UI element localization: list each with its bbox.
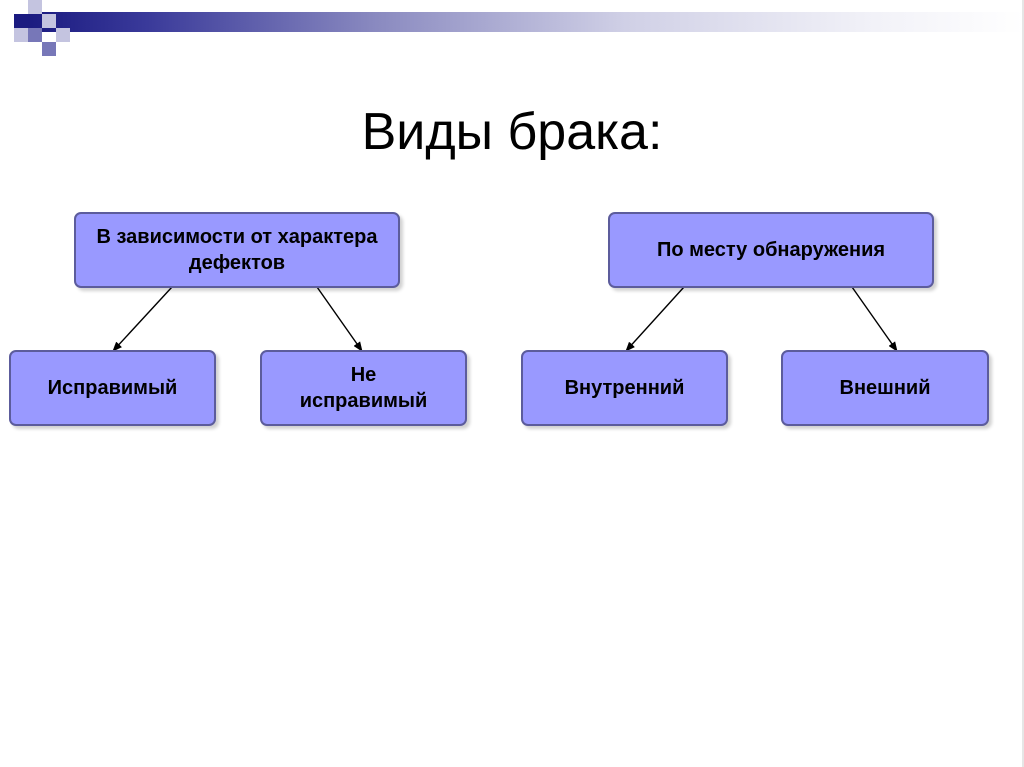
child-box-label: Внутренний [564,377,685,399]
decor-square-icon [42,14,56,28]
child-box-label: Исправимый [47,377,178,399]
parent-box-label: В зависимости от характера дефектов [96,226,378,274]
arrow-connector [316,286,363,352]
parent-box-detection-place: По месту обнаружения [608,212,934,288]
arrow-connector [625,286,685,352]
child-box-external: Внешний [781,350,989,426]
child-box-not-fixable: Не исправимый [260,350,467,426]
decor-square-icon [14,14,28,28]
decor-square-icon [28,0,42,14]
child-box-label: Не исправимый [299,364,428,412]
arrow-connector [851,286,898,352]
decor-square-icon [28,28,42,42]
parent-box-label: По месту обнаружения [656,239,886,261]
slide-edge [1022,0,1024,767]
decor-square-icon [14,28,28,42]
child-box-fixable: Исправимый [9,350,216,426]
header-decoration [0,0,1024,60]
header-gradient-bar [28,12,1024,32]
slide-title: Виды брака: [361,103,663,161]
arrow-connector [112,286,173,352]
child-box-internal: Внутренний [521,350,728,426]
child-box-label: Внешний [839,377,931,399]
decor-square-icon [42,42,56,56]
parent-box-defect-character: В зависимости от характера дефектов [74,212,400,288]
decor-square-icon [56,28,70,42]
